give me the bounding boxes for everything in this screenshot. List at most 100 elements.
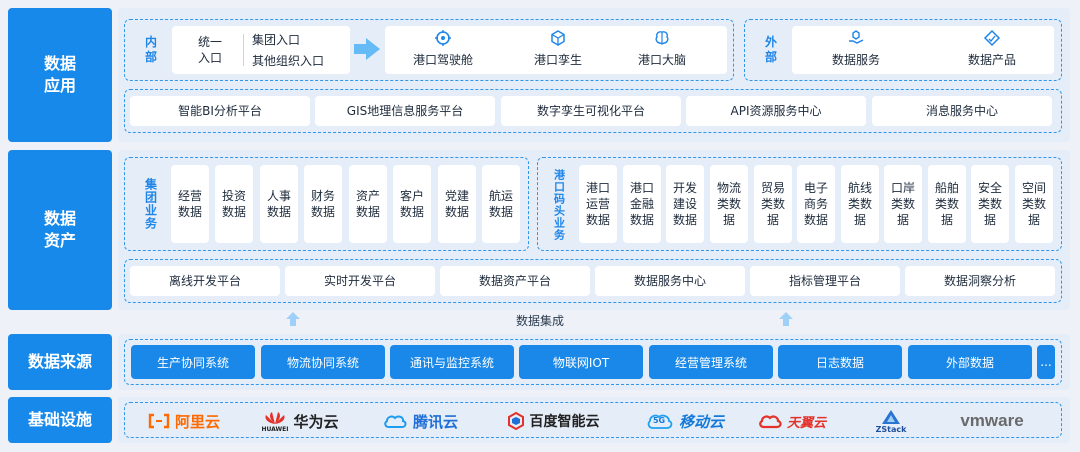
logo-zstack: ZStack xyxy=(860,404,922,438)
data-sources-frame xyxy=(124,339,1062,385)
port-item-safety[interactable]: 安全 类数 据 xyxy=(971,165,1009,243)
source-more[interactable]: ... xyxy=(1037,345,1055,379)
port-cockpit-item[interactable]: 港口驾驶舱 xyxy=(395,29,491,71)
cube-icon xyxy=(551,30,565,46)
group-entry-label[interactable]: 集团入口 xyxy=(252,33,301,47)
source-business-management[interactable]: 经营管理系统 xyxy=(649,345,773,379)
tianyi-cloud-icon xyxy=(759,415,782,429)
platform-message[interactable]: 消息服务中心 xyxy=(872,96,1052,126)
logo-baidu: 百度智能云 xyxy=(488,404,618,438)
group-item-asset[interactable]: 资产 数据 xyxy=(349,165,387,243)
group-item-party[interactable]: 党建 数据 xyxy=(438,165,476,243)
data-service-item[interactable]: 数据服务 xyxy=(808,29,904,71)
other-entry-label[interactable]: 其他组织入口 xyxy=(252,54,325,68)
brain-icon xyxy=(655,31,669,45)
arrow-right-icon xyxy=(354,38,380,60)
logo-tianyi: 天翼云 xyxy=(750,404,834,438)
divider xyxy=(243,34,244,66)
logo-zstack-text: ZStack xyxy=(875,424,907,434)
layer-label-data-assets: 数据 资产 xyxy=(8,150,112,310)
source-production[interactable]: 生产协同系统 xyxy=(131,345,255,379)
logo-china-mobile-badge: 5G xyxy=(652,416,666,425)
huawei-petal-icon xyxy=(265,411,285,424)
port-brain-label: 港口大脑 xyxy=(637,53,686,67)
source-external[interactable]: 外部数据 xyxy=(908,345,1032,379)
platform-gis[interactable]: GIS地理信息服务平台 xyxy=(315,96,495,126)
port-item-ecommerce[interactable]: 电子 商务 数据 xyxy=(797,165,835,243)
port-item-logistics[interactable]: 物流 类数 据 xyxy=(710,165,748,243)
platform-api[interactable]: API资源服务中心 xyxy=(686,96,866,126)
platform-metrics[interactable]: 指标管理平台 xyxy=(750,266,900,296)
platform-bi[interactable]: 智能BI分析平台 xyxy=(130,96,310,126)
port-item-route[interactable]: 航线 类数 据 xyxy=(841,165,879,243)
group-item-customer[interactable]: 客户 数据 xyxy=(393,165,431,243)
platform-data-asset[interactable]: 数据资产平台 xyxy=(440,266,590,296)
port-business-tag: 港口码头业务 xyxy=(552,169,566,241)
baidu-cube-icon xyxy=(507,412,524,430)
zstack-icon xyxy=(882,409,900,424)
layer-label-data-application: 数据 应用 xyxy=(8,8,112,142)
internal-tag: 内 部 xyxy=(144,35,157,64)
data-product-item[interactable]: 数据产品 xyxy=(944,29,1040,71)
logo-huawei-text: 华为云 xyxy=(293,412,339,431)
port-item-customs[interactable]: 口岸 类数 据 xyxy=(884,165,922,243)
logo-huawei-subtext: HUAWEI xyxy=(261,425,289,433)
source-logistics[interactable]: 物流协同系统 xyxy=(261,345,385,379)
arrow-up-icon-right xyxy=(779,312,793,326)
platform-insight[interactable]: 数据洞察分析 xyxy=(905,266,1055,296)
port-item-finance[interactable]: 港口 金融 数据 xyxy=(623,165,661,243)
source-logs[interactable]: 日志数据 xyxy=(778,345,902,379)
logo-china-mobile: 5G 移动云 xyxy=(632,404,738,438)
source-communication[interactable]: 通讯与监控系统 xyxy=(390,345,514,379)
platform-realtime-dev[interactable]: 实时开发平台 xyxy=(285,266,435,296)
product-icon xyxy=(983,29,1001,47)
vmware-wordmark: vmware xyxy=(960,411,1024,430)
unified-entry-label: 统一 入口 xyxy=(197,35,222,65)
layer-label-data-sources: 数据来源 xyxy=(8,334,112,390)
logo-aliyun-text: 阿里云 xyxy=(174,412,220,431)
port-twin-item[interactable]: 港口孪生 xyxy=(510,29,606,71)
data-service-label: 数据服务 xyxy=(831,53,880,67)
port-item-vessel[interactable]: 船舶 类数 据 xyxy=(928,165,966,243)
external-apps-card xyxy=(792,26,1054,74)
mobile-cloud-icon xyxy=(647,414,673,429)
port-business-frame xyxy=(537,157,1062,251)
external-apps-frame xyxy=(744,19,1062,81)
port-item-operation[interactable]: 港口 运营 数据 xyxy=(579,165,617,243)
data-integration-label: 数据集成 xyxy=(515,314,564,328)
platform-digital-twin[interactable]: 数字孪生可视化平台 xyxy=(501,96,681,126)
group-business-tag: 集团业务 xyxy=(143,178,158,230)
internal-apps-frame xyxy=(124,19,734,81)
port-cockpit-label: 港口驾驶舱 xyxy=(412,53,473,67)
group-item-shipping[interactable]: 航运 数据 xyxy=(482,165,520,243)
logo-huawei: HUAWEI 华为云 xyxy=(250,404,350,438)
data-product-label: 数据产品 xyxy=(967,53,1016,67)
platform-offline-dev[interactable]: 离线开发平台 xyxy=(130,266,280,296)
logo-aliyun: 阿里云 xyxy=(134,404,234,438)
tencent-cloud-icon xyxy=(384,415,407,428)
logo-tianyi-text: 天翼云 xyxy=(786,415,826,431)
group-item-finance[interactable]: 财务 数据 xyxy=(304,165,342,243)
asset-platforms-frame xyxy=(124,259,1062,303)
platform-data-service-center[interactable]: 数据服务中心 xyxy=(595,266,745,296)
logo-vmware: vmware xyxy=(934,404,1050,438)
group-item-operations[interactable]: 经营 数据 xyxy=(171,165,209,243)
layer-label-infrastructure: 基础设施 xyxy=(8,397,112,443)
logo-baidu-text: 百度智能云 xyxy=(529,414,600,430)
logo-china-mobile-text: 移动云 xyxy=(678,412,724,431)
port-item-spatial[interactable]: 空间 类数 据 xyxy=(1015,165,1053,243)
group-item-investment[interactable]: 投资 数据 xyxy=(215,165,253,243)
external-tag: 外 部 xyxy=(764,35,777,64)
port-item-trade[interactable]: 贸易 类数 据 xyxy=(754,165,792,243)
logo-tencent: 腾讯云 xyxy=(370,404,470,438)
port-twin-label: 港口孪生 xyxy=(533,53,582,67)
infrastructure-frame xyxy=(124,402,1062,438)
port-item-construction[interactable]: 开发 建设 数据 xyxy=(666,165,704,243)
entry-card xyxy=(172,26,350,74)
source-iot[interactable]: 物联网IOT xyxy=(519,345,643,379)
port-brain-item[interactable]: 港口大脑 xyxy=(614,29,710,71)
app-platforms-frame xyxy=(124,89,1062,133)
group-item-hr[interactable]: 人事 数据 xyxy=(260,165,298,243)
logo-tencent-text: 腾讯云 xyxy=(412,412,458,431)
internal-apps-card xyxy=(385,26,727,74)
